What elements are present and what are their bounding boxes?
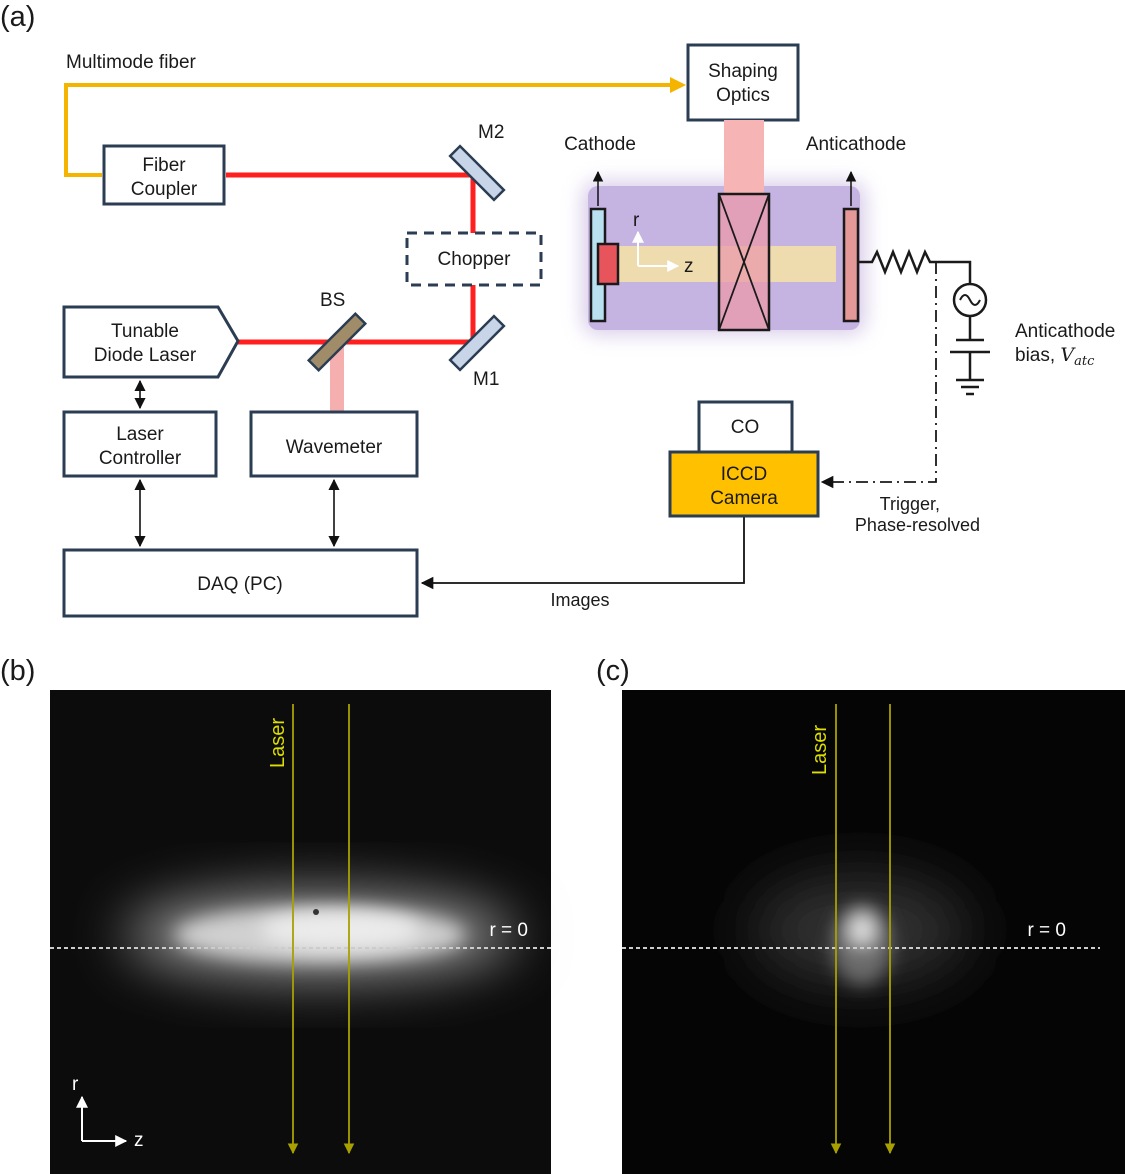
laser-controller-box	[62, 410, 218, 478]
iccd-label-2: Camera	[710, 488, 778, 509]
mirror-m1	[448, 314, 506, 372]
laser-label-b: Laser	[267, 718, 289, 768]
fiber-coupler-label-2: Coupler	[131, 179, 198, 200]
fiber-arrowhead	[670, 77, 686, 93]
m1-label: M1	[473, 369, 499, 390]
r0-label-b: r = 0	[489, 920, 528, 941]
daq-box	[62, 548, 419, 618]
multimode-fiber-line	[64, 83, 680, 177]
images-label: Images	[550, 590, 609, 610]
bs-label: BS	[320, 290, 345, 311]
daq-label: DAQ (PC)	[197, 574, 283, 595]
trigger-line	[820, 262, 937, 489]
bias-label-1: Anticathode	[1015, 321, 1115, 342]
bias-label-2: bias, Vatc	[1015, 344, 1095, 369]
laser-controller-label-1: Laser	[116, 424, 164, 445]
axis-z-label: z	[684, 256, 694, 277]
panel-label-b: (b)	[0, 655, 35, 687]
co-label: CO	[731, 417, 760, 438]
r0-label-c: r = 0	[1027, 920, 1066, 941]
panel-label-c: (c)	[596, 655, 630, 687]
anticathode-electrode	[842, 207, 860, 323]
wavemeter-box	[249, 410, 419, 478]
beam-splitter	[306, 311, 368, 373]
chopper-box	[405, 231, 543, 287]
shaping-optics-label-2: Optics	[716, 85, 770, 106]
tunable-laser-box	[62, 305, 240, 379]
multimode-fiber-label: Multimode fiber	[66, 52, 197, 73]
co-filter-box	[697, 400, 794, 454]
cathode-label: Cathode	[564, 134, 636, 155]
tunable-laser-label-2: Diode Laser	[94, 345, 197, 366]
axis-z-label-b: z	[134, 1130, 144, 1151]
cathode-sample	[596, 242, 620, 286]
mirror-m2	[448, 144, 506, 202]
panel-label-a: (a)	[0, 1, 35, 33]
image-b: r = 0 Laser r z	[50, 690, 551, 1174]
fiber-coupler-box	[102, 144, 226, 206]
axis-r-label-b: r	[72, 1074, 79, 1095]
fiber-coupler-label-1: Fiber	[142, 155, 186, 176]
trigger-label-1: Trigger,	[880, 494, 940, 514]
laser-label-c: Laser	[809, 725, 831, 775]
laser-controller-label-2: Controller	[99, 448, 182, 469]
split-beam	[330, 347, 344, 411]
shaping-optics-label-1: Shaping	[708, 61, 778, 82]
trigger-label-2: Phase-resolved	[855, 515, 980, 535]
iccd-label-1: ICCD	[721, 464, 767, 485]
axis-r-label: r	[633, 210, 640, 231]
shaping-optics-box	[686, 43, 800, 122]
tunable-laser-label-1: Tunable	[111, 321, 179, 342]
anticathode-label: Anticathode	[806, 134, 906, 155]
resistor-wire	[858, 248, 972, 284]
m2-label: M2	[478, 122, 504, 143]
wavemeter-label: Wavemeter	[286, 437, 383, 458]
sheet-beam	[724, 120, 764, 196]
images-arrow	[420, 516, 745, 590]
image-c: r = 0 Laser	[622, 690, 1125, 1174]
iccd-camera-box	[668, 450, 820, 518]
chopper-label: Chopper	[438, 249, 512, 270]
